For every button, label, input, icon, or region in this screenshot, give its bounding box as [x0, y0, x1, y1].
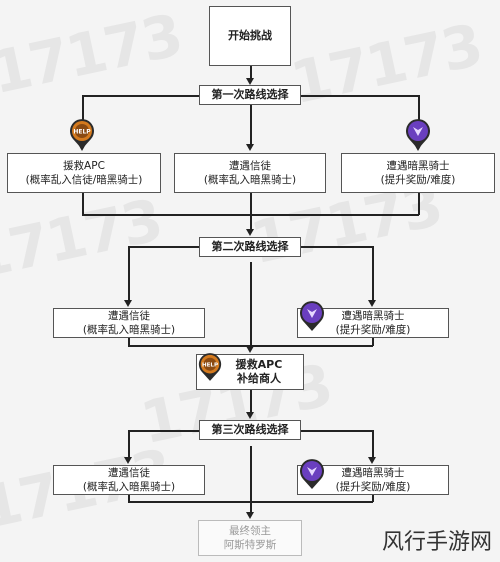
final-lord-title: 最终领主 [229, 525, 271, 537]
believer-1-note: (概率乱入暗黑骑士) [203, 174, 297, 186]
final-lord-name: 阿斯特罗斯 [223, 539, 277, 551]
rescue-apc-1-title: 援救APC [63, 160, 105, 172]
route-choice-1: 第一次路线选择 [199, 85, 301, 105]
dark-knight-1-note: (提升奖励/难度) [380, 174, 456, 186]
route-choice-3-label: 第三次路线选择 [211, 423, 289, 436]
help-badge-icon: HELP [198, 353, 222, 381]
watermark: 17173 [285, 10, 487, 118]
rescue-apc-2-note: 补给商人 [237, 372, 281, 385]
svg-text:HELP: HELP [73, 129, 91, 136]
route-choice-3: 第三次路线选择 [199, 420, 301, 440]
believer-3-note: (概率乱入暗黑骑士) [82, 481, 176, 493]
believer-node-2: 遭遇信徒 (概率乱入暗黑骑士) [53, 308, 205, 338]
believer-node-3: 遭遇信徒 (概率乱入暗黑骑士) [53, 465, 205, 495]
dark-knight-2-note: (提升奖励/难度) [335, 324, 411, 336]
svg-text:HELP: HELP [202, 363, 218, 369]
dark-knight-3-title: 遭遇暗黑骑士 [341, 467, 405, 479]
rescue-apc-node-1: 援救APC (概率乱入信徒/暗黑骑士) [7, 153, 161, 193]
watermark: 17173 [0, 0, 187, 108]
dark-knight-badge-icon [300, 301, 324, 331]
start-label: 开始挑战 [228, 29, 272, 42]
believer-node-1: 遭遇信徒 (概率乱入暗黑骑士) [174, 153, 326, 193]
route-choice-2: 第二次路线选择 [199, 237, 301, 257]
final-lord-node: 最终领主 阿斯特罗斯 [198, 520, 302, 556]
start-node: 开始挑战 [209, 6, 291, 66]
rescue-apc-2-title: 援救APC [235, 358, 283, 371]
help-badge-icon: HELP [70, 119, 94, 149]
believer-2-title: 遭遇信徒 [108, 310, 150, 322]
route-choice-1-label: 第一次路线选择 [211, 88, 289, 101]
dark-knight-badge-icon [300, 459, 324, 489]
believer-1-title: 遭遇信徒 [229, 160, 271, 172]
brand-watermark: 风行手游网 [381, 530, 492, 555]
route-choice-2-label: 第二次路线选择 [211, 240, 289, 253]
dark-knight-node-2: 遭遇暗黑骑士 (提升奖励/难度) [297, 308, 449, 338]
rescue-apc-1-note: (概率乱入信徒/暗黑骑士) [25, 174, 143, 186]
dark-knight-2-title: 遭遇暗黑骑士 [341, 310, 405, 322]
dark-knight-1-title: 遭遇暗黑骑士 [386, 160, 450, 172]
dark-knight-badge-icon [406, 119, 430, 149]
believer-3-title: 遭遇信徒 [108, 467, 150, 479]
believer-2-note: (概率乱入暗黑骑士) [82, 324, 176, 336]
dark-knight-node-1: 遭遇暗黑骑士 (提升奖励/难度) [341, 153, 495, 193]
dark-knight-3-note: (提升奖励/难度) [335, 481, 411, 493]
